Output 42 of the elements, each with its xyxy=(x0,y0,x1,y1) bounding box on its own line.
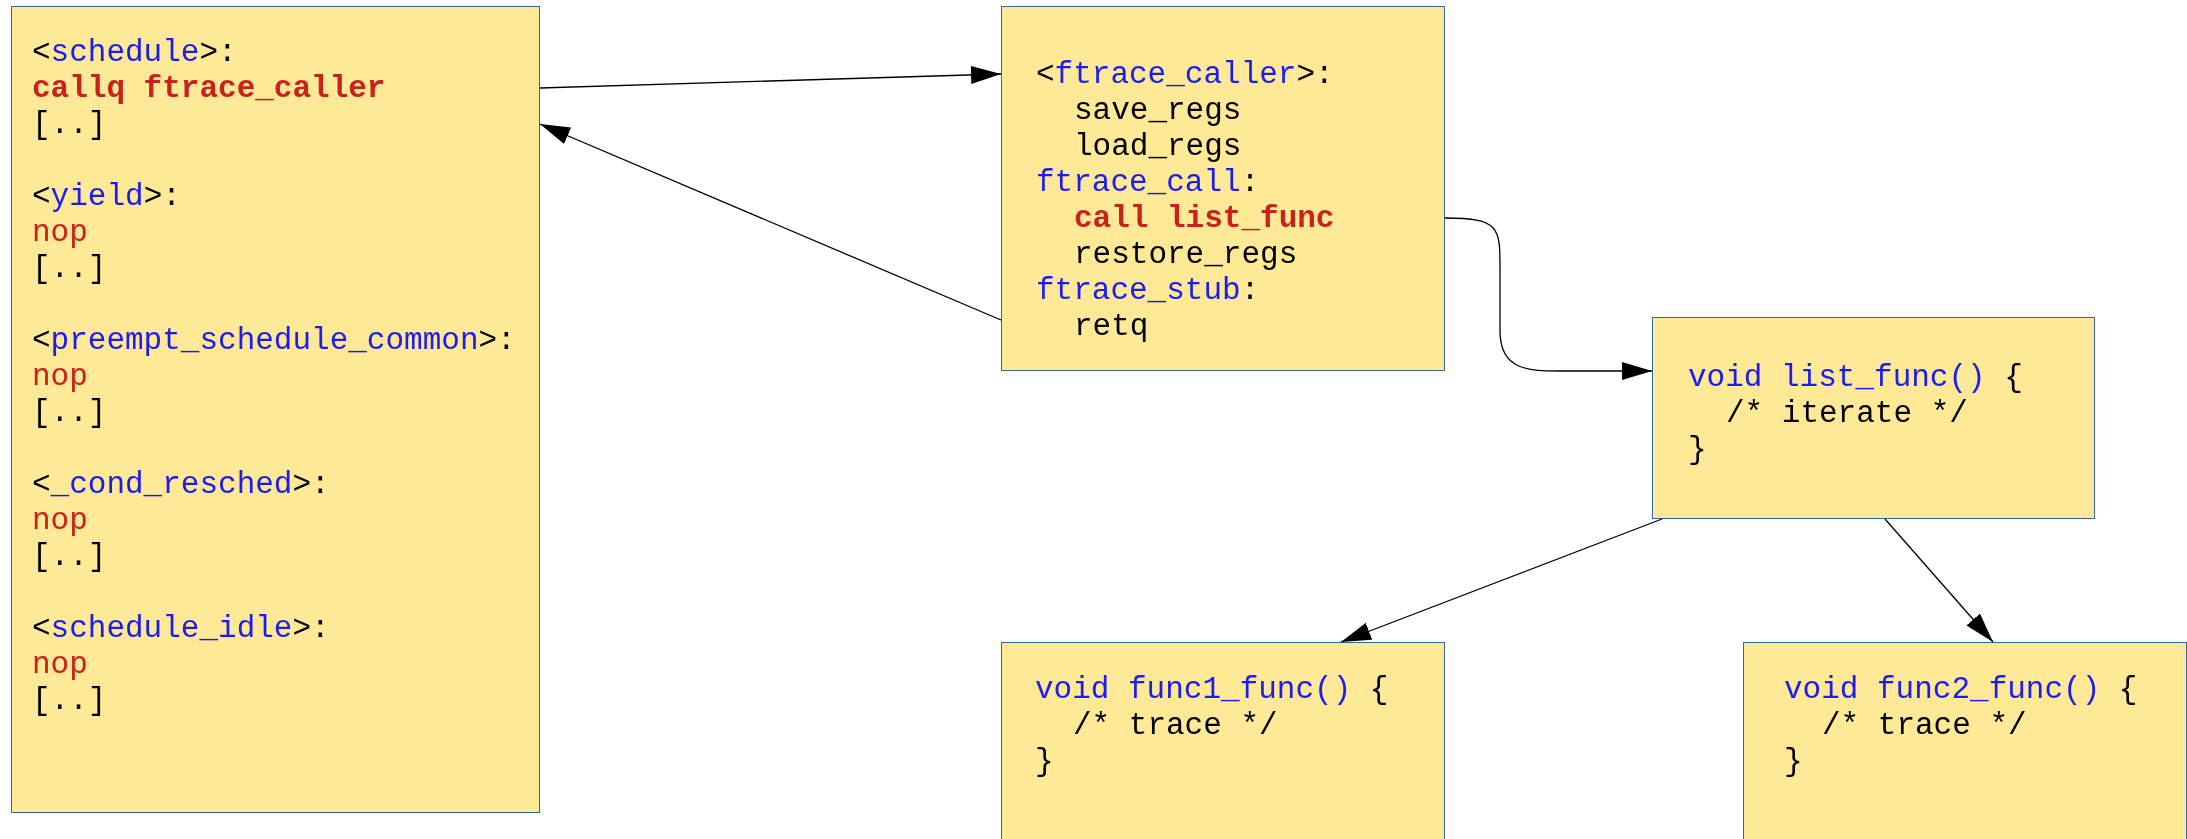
code-line: <_cond_resched>: xyxy=(32,467,330,503)
code-line: void func2_func() { xyxy=(1784,672,2138,708)
code-line: [..] xyxy=(32,251,107,287)
code-line: ftrace_stub: xyxy=(1036,273,1260,309)
code-line: nop xyxy=(32,647,88,683)
code-line: nop xyxy=(32,359,88,395)
code-line: restore_regs xyxy=(1074,237,1298,273)
code-line: void func1_func() { xyxy=(1035,672,1389,708)
code-line: void list_func() { xyxy=(1688,360,2023,396)
arrow xyxy=(1340,518,1663,643)
code-line: [..] xyxy=(32,107,107,143)
code-line: retq xyxy=(1074,309,1149,345)
code-line: } xyxy=(1688,432,1707,468)
code-box xyxy=(11,6,540,813)
code-line: callq ftrace_caller xyxy=(32,71,386,107)
code-line: } xyxy=(1035,744,1054,780)
code-line: nop xyxy=(32,215,88,251)
arrow xyxy=(1884,518,1994,643)
arrow xyxy=(539,123,1002,321)
code-box xyxy=(1743,642,2187,839)
code-box xyxy=(1652,317,2095,519)
code-line: nop xyxy=(32,503,88,539)
arrow xyxy=(1444,217,1653,380)
code-line: <ftrace_caller>: xyxy=(1036,57,1334,93)
code-line: /* trace */ xyxy=(1822,708,2027,744)
code-line: /* trace */ xyxy=(1073,708,1278,744)
code-line: <schedule>: xyxy=(32,35,237,71)
code-line: call list_func xyxy=(1074,201,1335,237)
code-line: save_regs xyxy=(1074,93,1242,129)
code-line: } xyxy=(1784,744,1803,780)
code-line: /* iterate */ xyxy=(1726,396,1968,432)
code-box xyxy=(1001,642,1445,839)
code-line: [..] xyxy=(32,395,107,431)
code-line: <yield>: xyxy=(32,179,181,215)
code-line: <schedule_idle>: xyxy=(32,611,330,647)
code-line: ftrace_call: xyxy=(1036,165,1260,201)
code-line: load_regs xyxy=(1074,129,1242,165)
code-line: [..] xyxy=(32,683,107,719)
arrow xyxy=(539,65,1002,89)
code-line: [..] xyxy=(32,539,107,575)
code-box xyxy=(1001,6,1445,371)
code-line: <preempt_schedule_common>: xyxy=(32,323,516,359)
